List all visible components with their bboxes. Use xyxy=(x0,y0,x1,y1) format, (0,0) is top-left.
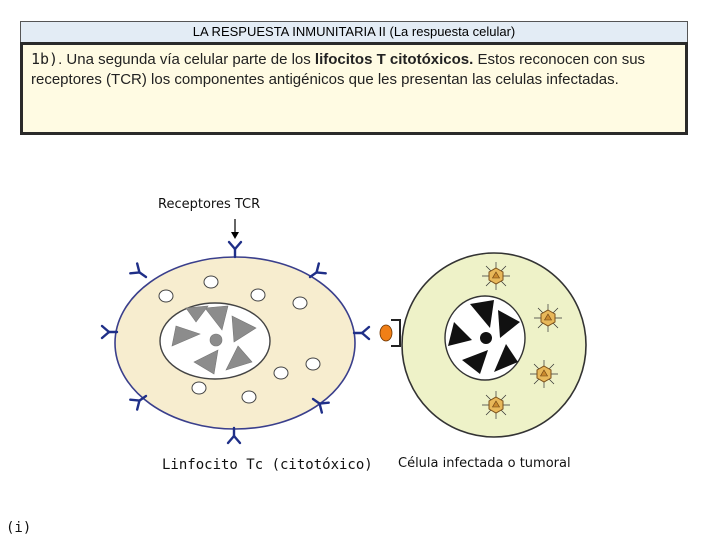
antigen-presentation xyxy=(380,320,400,346)
antigen-icon xyxy=(380,325,392,341)
tcr-arrowhead xyxy=(231,232,239,239)
infected-cell xyxy=(402,253,586,437)
panel-id-label: (i) xyxy=(6,520,31,536)
lymphocyte-cell xyxy=(102,219,369,443)
infected-cell-label: Célula infectada o tumoral xyxy=(398,456,571,471)
tcr-label: Receptores TCR xyxy=(158,197,260,212)
lymphocyte-label: Linfocito Tc (citotóxico) xyxy=(162,457,373,473)
